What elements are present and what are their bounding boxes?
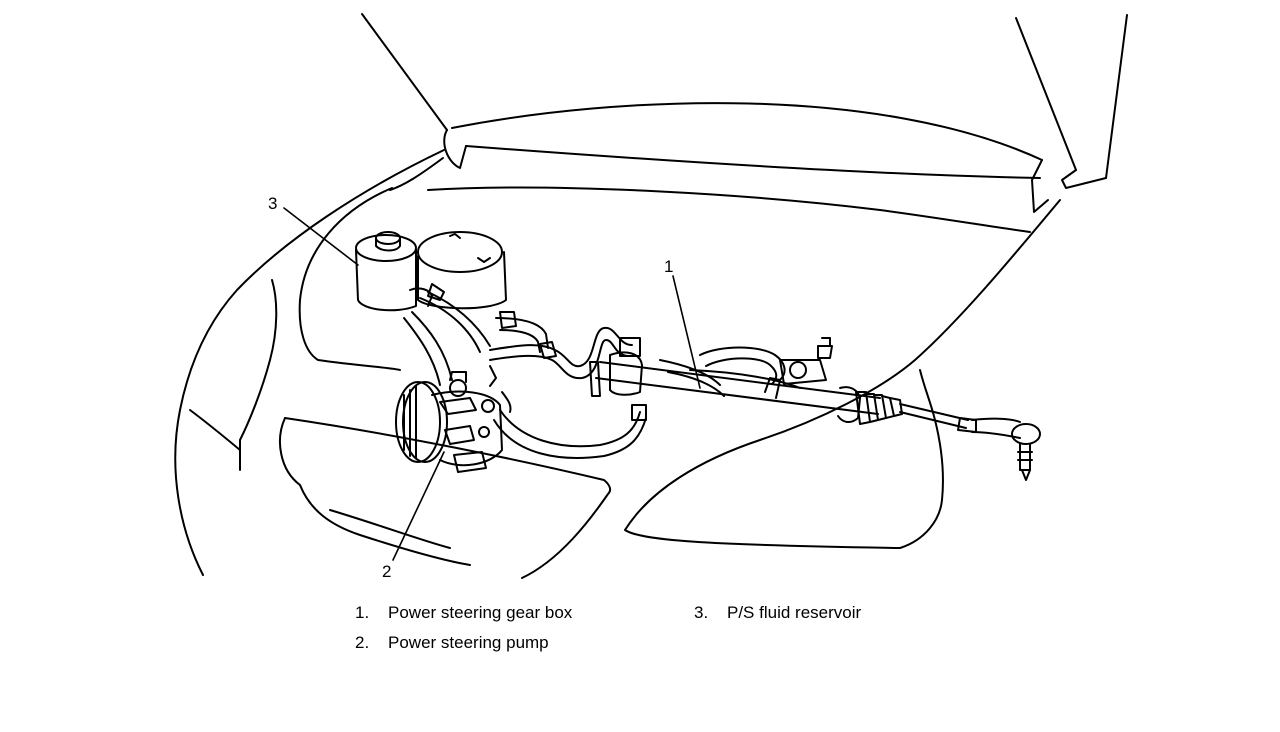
- boot-and-tie-rod: [855, 391, 1041, 481]
- legend-item-reservoir: 3. P/S fluid reservoir: [694, 604, 861, 621]
- brake-reservoir: [417, 231, 507, 310]
- steering-gear-box: [589, 337, 881, 424]
- pipe-routing: [489, 311, 633, 387]
- callout-3: 3: [268, 194, 278, 213]
- leader-lines: [283, 207, 701, 561]
- fluid-reservoir: [355, 231, 433, 312]
- legend-number: 2.: [355, 633, 370, 652]
- hood: [361, 13, 1128, 213]
- legend-item-gear-box: 1. Power steering gear box: [355, 604, 572, 621]
- callout-2: 2: [382, 562, 392, 581]
- leader-line-1: [672, 275, 701, 389]
- steering-pump: [395, 371, 503, 473]
- legend-text: Power steering gear box: [388, 603, 573, 622]
- leader-line-3: [283, 207, 359, 266]
- callout-1: 1: [664, 257, 674, 276]
- legend-text: P/S fluid reservoir: [727, 603, 862, 622]
- legend-text: Power steering pump: [388, 633, 549, 652]
- leader-line-2: [392, 451, 445, 561]
- legend-item-pump: 2. Power steering pump: [355, 634, 549, 651]
- pressure-hose: [493, 391, 647, 459]
- reservoir-hoses: [403, 283, 491, 386]
- car-body: [174, 149, 1061, 579]
- legend-number: 1.: [355, 603, 370, 622]
- legend-number: 3.: [694, 603, 709, 622]
